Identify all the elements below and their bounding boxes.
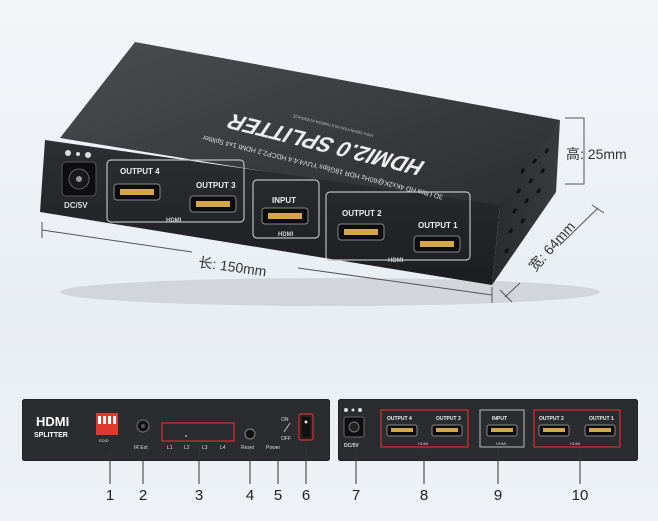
- callout-8: 8: [419, 487, 429, 504]
- svg-text:L4: L4: [220, 445, 226, 451]
- svg-text:OUTPUT 3: OUTPUT 3: [436, 416, 461, 422]
- svg-text:OUTPUT 1: OUTPUT 1: [589, 416, 614, 422]
- svg-text:HDMI: HDMI: [496, 441, 506, 446]
- dimension-height: 高: 25mm: [566, 146, 627, 162]
- svg-text:HDMI: HDMI: [166, 218, 182, 224]
- svg-text:DC/5V: DC/5V: [344, 443, 359, 449]
- svg-text:L1: L1: [167, 445, 173, 451]
- front-out43-box: [380, 409, 469, 448]
- callout-lines: [109, 444, 581, 484]
- svg-text:Power: Power: [266, 445, 281, 451]
- callout-9: 9: [493, 487, 503, 504]
- port-group-input: [252, 179, 320, 239]
- callout-6: 6: [301, 487, 311, 504]
- svg-text:OUTPUT 2: OUTPUT 2: [342, 209, 382, 218]
- callout-3: 3: [194, 487, 204, 504]
- power-label: DC/5V: [64, 201, 88, 210]
- svg-text:OUTPUT 1: OUTPUT 1: [418, 221, 458, 230]
- svg-text:OUTPUT 2: OUTPUT 2: [539, 416, 564, 422]
- power-jack: [61, 150, 97, 197]
- svg-text:OFF: OFF: [281, 436, 291, 442]
- svg-text:INPUT: INPUT: [492, 416, 507, 422]
- back-logo-line1: HDMI: [36, 414, 69, 429]
- svg-text:EDID: EDID: [99, 438, 109, 443]
- svg-text:HDMI: HDMI: [278, 232, 294, 238]
- device-top-face: [60, 42, 560, 210]
- front-input-box: [479, 409, 525, 448]
- svg-text:L2: L2: [184, 445, 190, 451]
- back-logo-line2: SPLITTER: [34, 432, 68, 439]
- dimension-lines: [41, 117, 605, 303]
- splitter-illustration: HDMI2.0 SPLITTER 3D Ultra HD 4Kx2K@60Hz …: [40, 42, 605, 306]
- svg-text:OUTPUT 4: OUTPUT 4: [120, 167, 160, 176]
- svg-text:OUTPUT 3: OUTPUT 3: [196, 181, 236, 190]
- callout-4: 4: [245, 487, 255, 504]
- port-group-out43: [106, 159, 245, 223]
- svg-text:L3: L3: [202, 445, 208, 451]
- vent-slots: [504, 147, 550, 254]
- callout-1: 1: [105, 487, 115, 504]
- svg-text:Reset: Reset: [241, 445, 255, 451]
- port-group-out21: [325, 191, 471, 261]
- svg-text:OUTPUT 4: OUTPUT 4: [387, 416, 412, 422]
- callout-2: 2: [138, 487, 148, 504]
- reset-button: [244, 428, 256, 440]
- svg-text:HDMI: HDMI: [570, 441, 580, 446]
- svg-text:ON: ON: [281, 417, 289, 423]
- front-out21-box: [533, 409, 621, 448]
- callout-10: 10: [571, 487, 589, 504]
- edid-switch: [96, 413, 118, 435]
- callout-7: 7: [351, 487, 361, 504]
- led-indicators: [161, 422, 235, 442]
- svg-text:IR Ext: IR Ext: [134, 445, 148, 451]
- back-panel: HDMI SPLITTER EDID IR Ext L1 L2 L3 L4 Re…: [22, 399, 330, 461]
- svg-text:INPUT: INPUT: [272, 196, 296, 205]
- callout-5: 5: [273, 487, 283, 504]
- front-panel: DC/5V OUTPUT 4 OUTPUT 3 HDMI INPUT HDMI …: [338, 399, 638, 461]
- svg-text:HDMI: HDMI: [418, 441, 428, 446]
- svg-text:HDMI: HDMI: [388, 258, 404, 264]
